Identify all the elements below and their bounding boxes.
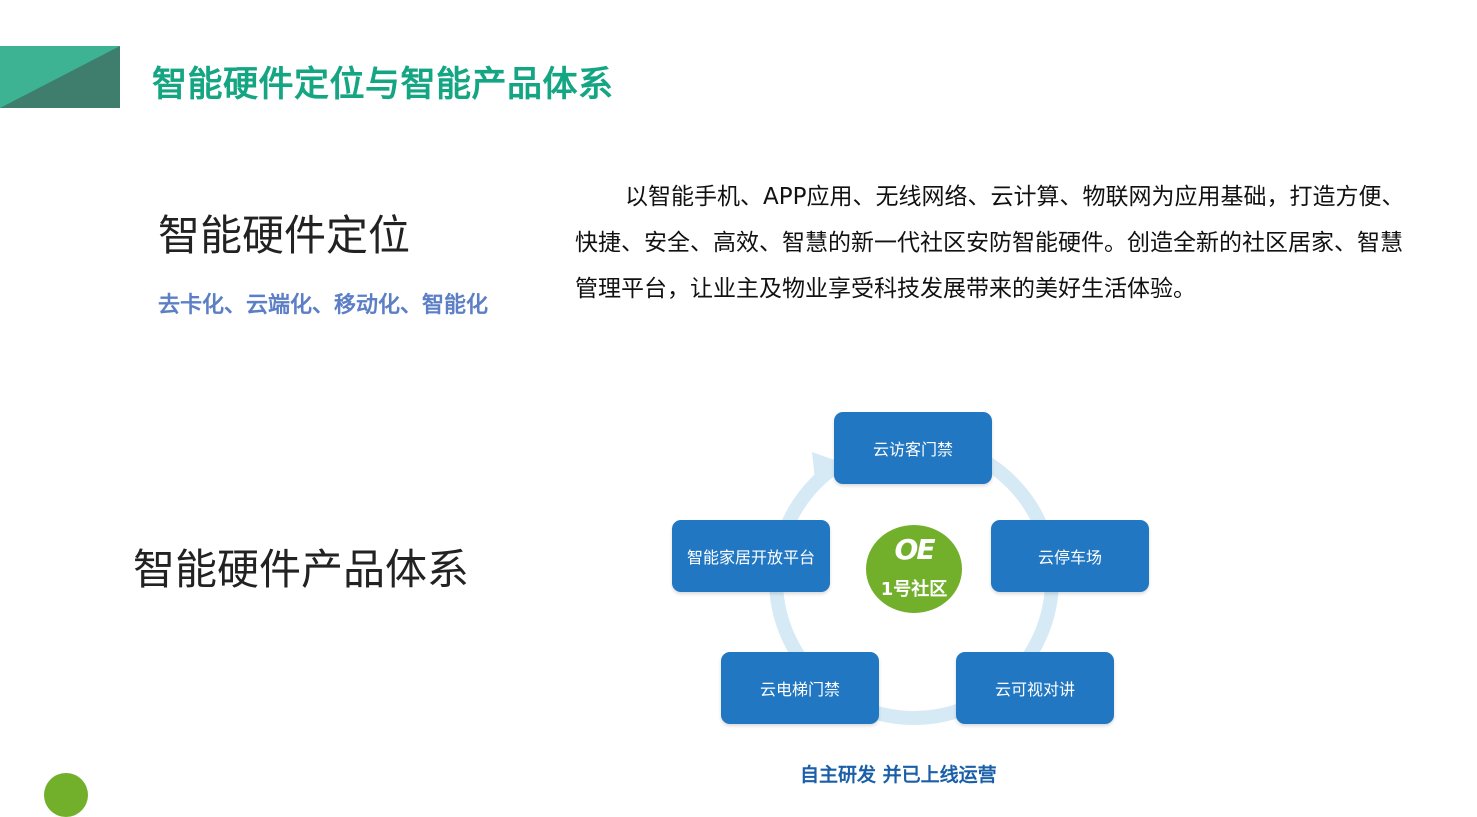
- node-cloud-parking: 云停车场: [991, 520, 1149, 592]
- product-caption: 自主研发 并已上线运营: [800, 764, 997, 786]
- logo-text: 1号社区: [880, 579, 948, 600]
- header-decor-block: [0, 46, 120, 108]
- positioning-heading: 智能硬件定位: [158, 211, 411, 260]
- node-cloud-visitor-access: 云访客门禁: [834, 412, 992, 484]
- node-smart-home-platform: 智能家居开放平台: [672, 520, 830, 592]
- positioning-description: 以智能手机、APP应用、无线网络、云计算、物联网为应用基础，打造方便、快捷、安全…: [575, 184, 1405, 302]
- node-cloud-elevator-access: 云电梯门禁: [721, 652, 879, 724]
- page-title: 智能硬件定位与智能产品体系: [152, 65, 614, 105]
- product-system-heading: 智能硬件产品体系: [133, 545, 470, 594]
- positioning-subtitle: 去卡化、云端化、移动化、智能化: [158, 293, 489, 318]
- corner-logo-icon: [44, 773, 88, 817]
- node-cloud-video-intercom: 云可视对讲: [956, 652, 1114, 724]
- community-logo: OE 1号社区: [866, 525, 962, 613]
- logo-mark: OE: [894, 533, 936, 566]
